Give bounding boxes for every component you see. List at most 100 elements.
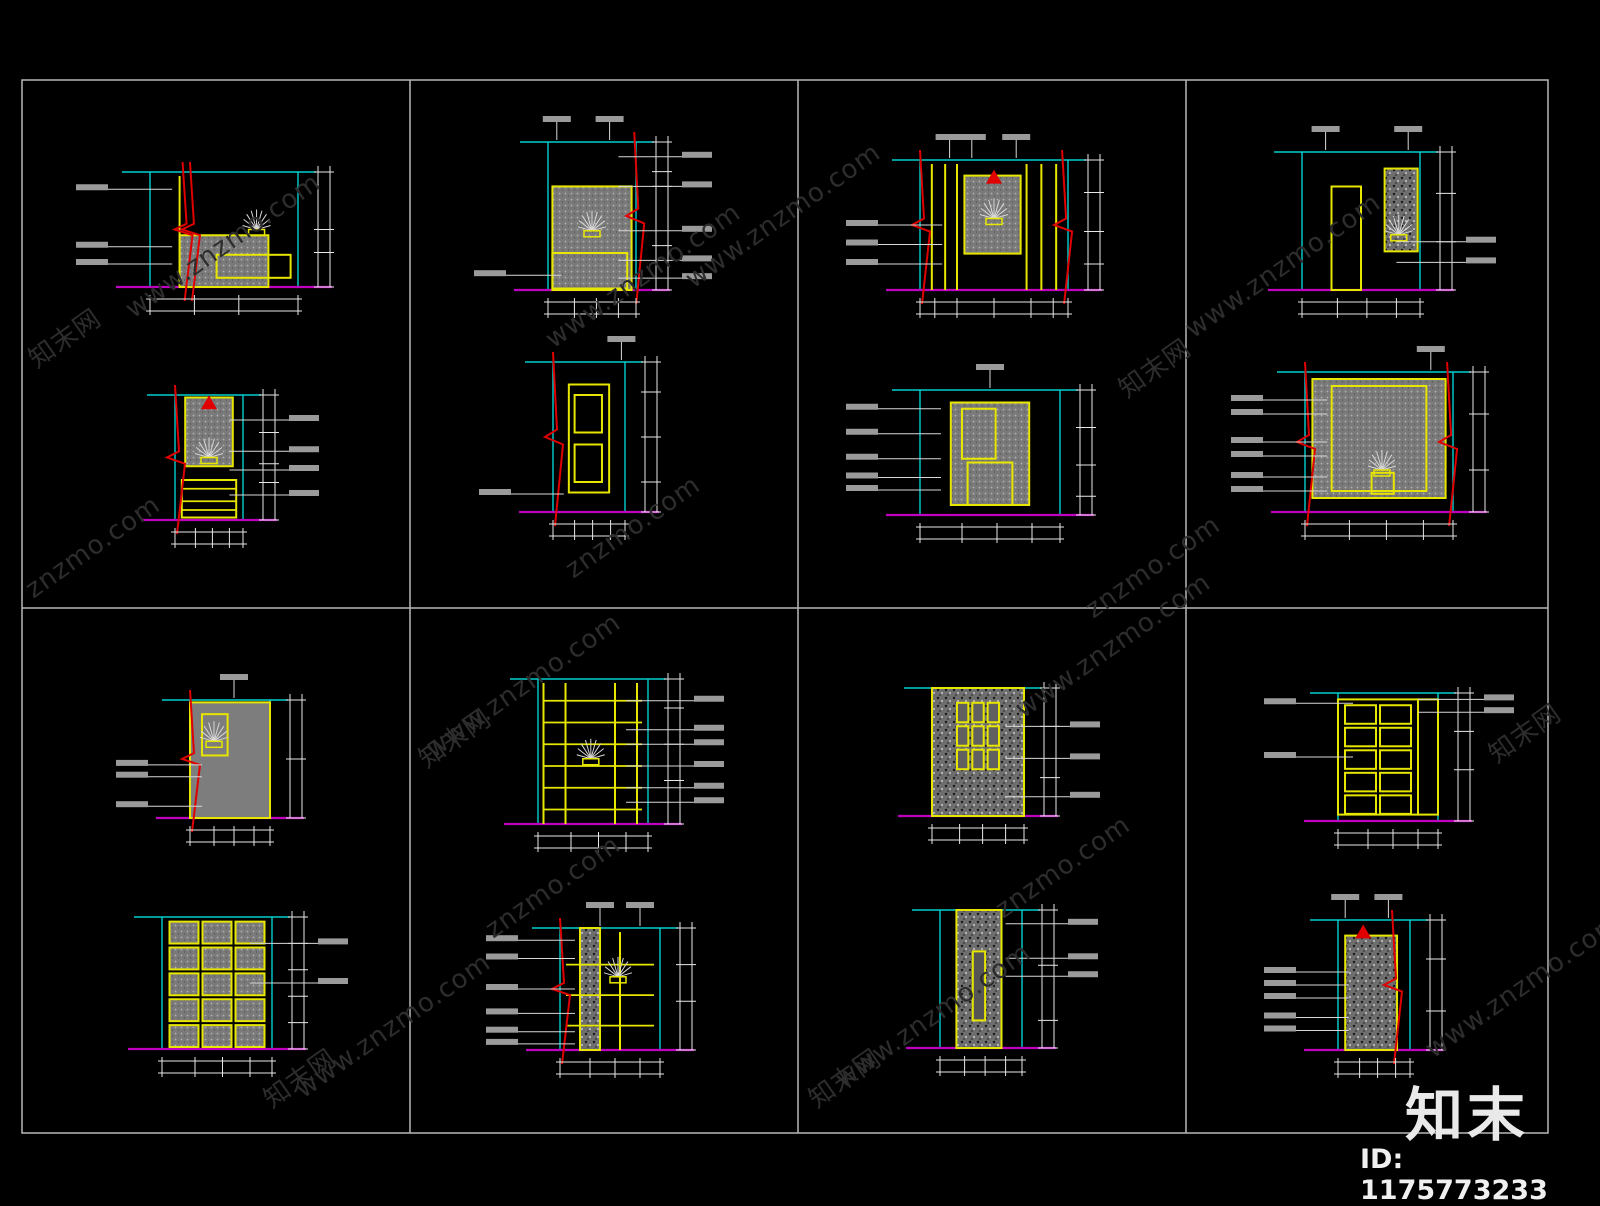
plant-leaf xyxy=(993,199,1000,219)
cabinet-outline xyxy=(966,461,1014,506)
elevation-p5-top xyxy=(116,674,306,846)
plant-leaf xyxy=(256,218,270,230)
annotation-tag xyxy=(1264,993,1296,999)
cabinet-outline xyxy=(1370,471,1395,495)
elevation-p3-bottom xyxy=(846,364,1096,543)
annotation-tag xyxy=(1264,967,1296,973)
plant-leaf xyxy=(617,966,632,978)
plant-pot xyxy=(583,230,601,238)
plant-pot xyxy=(200,456,218,465)
annotation-tag xyxy=(846,259,878,265)
annotation-tag xyxy=(76,259,108,265)
annotation-tag xyxy=(1068,971,1098,978)
annotation-tag xyxy=(1484,694,1514,701)
annotation-tag xyxy=(1231,409,1263,415)
annotation-tag xyxy=(935,134,964,140)
grid-cell xyxy=(234,946,266,971)
annotation-tag xyxy=(1231,395,1263,401)
annotation-tag xyxy=(474,270,506,277)
plant-leaf xyxy=(208,438,215,458)
plant-leaf xyxy=(1385,224,1400,236)
grid-cell xyxy=(168,998,200,1023)
annotation-tag xyxy=(586,902,614,908)
plant-leaf xyxy=(591,211,598,231)
plant-leaf xyxy=(577,748,592,760)
annotation-tag xyxy=(1466,236,1496,243)
cabinet-outline xyxy=(1330,385,1428,492)
cabinet-outline xyxy=(579,927,601,1051)
annotation-tag xyxy=(318,938,348,945)
plant-pot xyxy=(985,217,1003,226)
plant-leaf xyxy=(578,220,593,232)
plant-leaf xyxy=(250,210,258,230)
annotation-tag xyxy=(479,489,511,495)
annotation-tag xyxy=(116,771,148,778)
plant-leaf xyxy=(993,202,1005,219)
plant-leaf xyxy=(617,957,624,977)
cabinet-outline xyxy=(215,253,292,279)
annotation-tag xyxy=(1264,752,1296,758)
annotation-tag xyxy=(1002,134,1031,140)
plant-leaf xyxy=(1368,459,1383,471)
elevation-p7-bottom xyxy=(906,904,1098,1076)
annotation-tag xyxy=(289,415,319,421)
grid-cell xyxy=(956,725,970,747)
annotation-tag xyxy=(846,220,878,226)
annotation-tag xyxy=(1264,980,1296,986)
annotation-tag xyxy=(694,761,724,767)
cabinet-outline xyxy=(573,443,603,483)
cabinet-outline xyxy=(178,234,270,288)
plant-pot xyxy=(1390,234,1408,242)
grid-cell xyxy=(201,920,233,945)
plant-leaf xyxy=(208,441,220,458)
annotation-tag xyxy=(1070,753,1100,760)
section-marker xyxy=(1355,924,1372,939)
annotation-tag xyxy=(1264,698,1296,705)
plant-leaf xyxy=(993,207,1008,219)
grid-cell xyxy=(168,920,200,945)
cabinet-outline xyxy=(180,479,238,519)
section-break-line xyxy=(1051,149,1074,305)
cabinet-outline xyxy=(201,713,229,757)
annotation-tag xyxy=(682,225,712,232)
annotation-tag xyxy=(682,255,712,262)
cabinet-outline xyxy=(551,252,629,290)
grid-cell xyxy=(956,701,970,724)
sheet-border xyxy=(21,79,1549,1134)
plant-leaf xyxy=(208,722,215,742)
grid-cell xyxy=(1379,771,1412,793)
asset-id-label: ID: 1175773233 xyxy=(1360,1144,1548,1206)
plant-leaf xyxy=(607,961,619,978)
plant-leaf xyxy=(213,730,228,742)
plant-leaf xyxy=(256,213,267,230)
plant-leaf xyxy=(980,207,995,219)
cabinet-outline xyxy=(1330,185,1362,291)
plant-leaf xyxy=(203,725,215,742)
plant-leaf xyxy=(213,725,225,742)
annotation-tag xyxy=(1311,126,1340,132)
plant-leaf xyxy=(203,438,210,458)
annotation-tag xyxy=(1466,257,1496,264)
annotation-tag xyxy=(1231,472,1263,478)
annotation-tag xyxy=(694,739,724,746)
annotation-tag xyxy=(682,181,712,188)
annotation-tag xyxy=(289,446,319,453)
elevation-p5-bottom xyxy=(128,911,348,1077)
annotation-tag xyxy=(1374,894,1403,900)
section-marker xyxy=(201,395,217,410)
plant-pot xyxy=(247,228,266,237)
grid-cell xyxy=(234,1024,266,1049)
annotation-tag xyxy=(595,116,624,122)
plant-pot xyxy=(582,758,600,766)
section-break-line xyxy=(1381,909,1404,1065)
elevation-p1-top xyxy=(76,161,334,315)
annotation-tag xyxy=(1416,346,1445,352)
plant-leaf xyxy=(1398,224,1413,236)
annotation-tag xyxy=(1068,953,1098,960)
grid-cell xyxy=(1379,704,1412,725)
plant-leaf xyxy=(1381,459,1396,471)
grid-cell xyxy=(986,725,1001,747)
grid-cell xyxy=(1379,794,1412,815)
grid-cell xyxy=(168,1024,200,1049)
